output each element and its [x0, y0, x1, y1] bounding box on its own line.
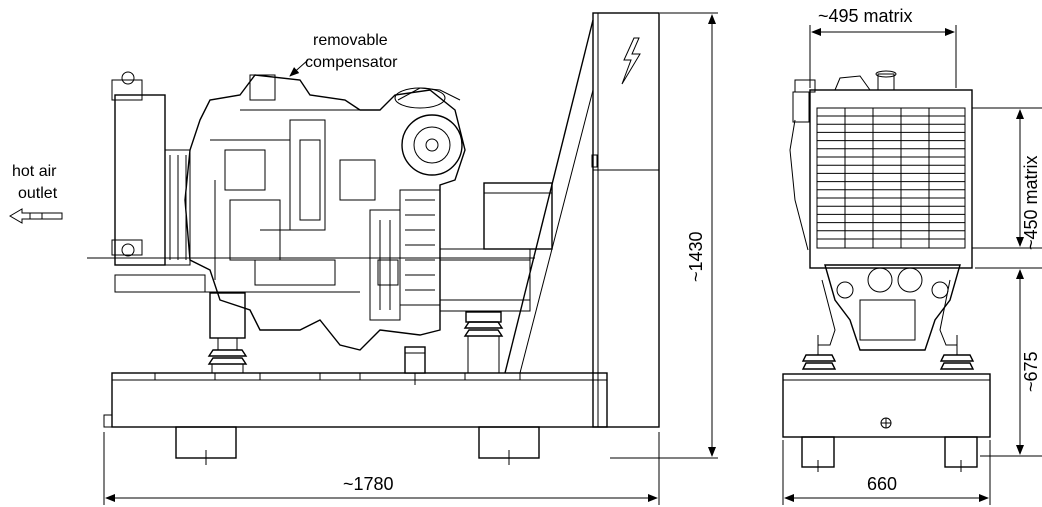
- front-base-frame: [782, 373, 991, 438]
- dim-length-label: ~1780: [343, 474, 394, 494]
- front-view: ~495 matrix ~450 matrix ~675 660: [782, 6, 1042, 505]
- control-panel: [592, 12, 660, 428]
- dim-width-label: 660: [867, 474, 897, 494]
- matrix-width-dimension: [809, 25, 957, 88]
- dim-matrix-height-label: ~450 matrix: [1021, 155, 1041, 250]
- compensator-label-line1: removable: [313, 32, 388, 49]
- dim-base-height-label: ~675: [1021, 351, 1041, 392]
- vibration-mount-left: [207, 292, 248, 374]
- hot-air-label-line1: hot air: [12, 163, 57, 180]
- arrow-left-icon: [9, 208, 63, 224]
- front-engine: [824, 264, 961, 351]
- radiator-grille: [817, 108, 965, 248]
- vibration-mount-right: [463, 311, 504, 374]
- side-base-frame: [111, 372, 608, 428]
- matrix-height-dimension: [972, 107, 1042, 249]
- lightning-bolt-icon: [621, 37, 641, 85]
- engine-pulley: [401, 114, 463, 176]
- width-dimension: [782, 440, 991, 505]
- compensator-label-line2: compensator: [305, 54, 398, 71]
- height-dimension: [610, 12, 718, 459]
- dim-matrix-width-label: ~495 matrix: [818, 6, 913, 26]
- side-view: hot air outlet removable compensator ~17…: [9, 12, 718, 505]
- dim-height-label: ~1430: [686, 231, 706, 282]
- hot-air-label-line2: outlet: [18, 185, 58, 202]
- front-radiator: [809, 89, 973, 269]
- length-dimension: [103, 432, 660, 505]
